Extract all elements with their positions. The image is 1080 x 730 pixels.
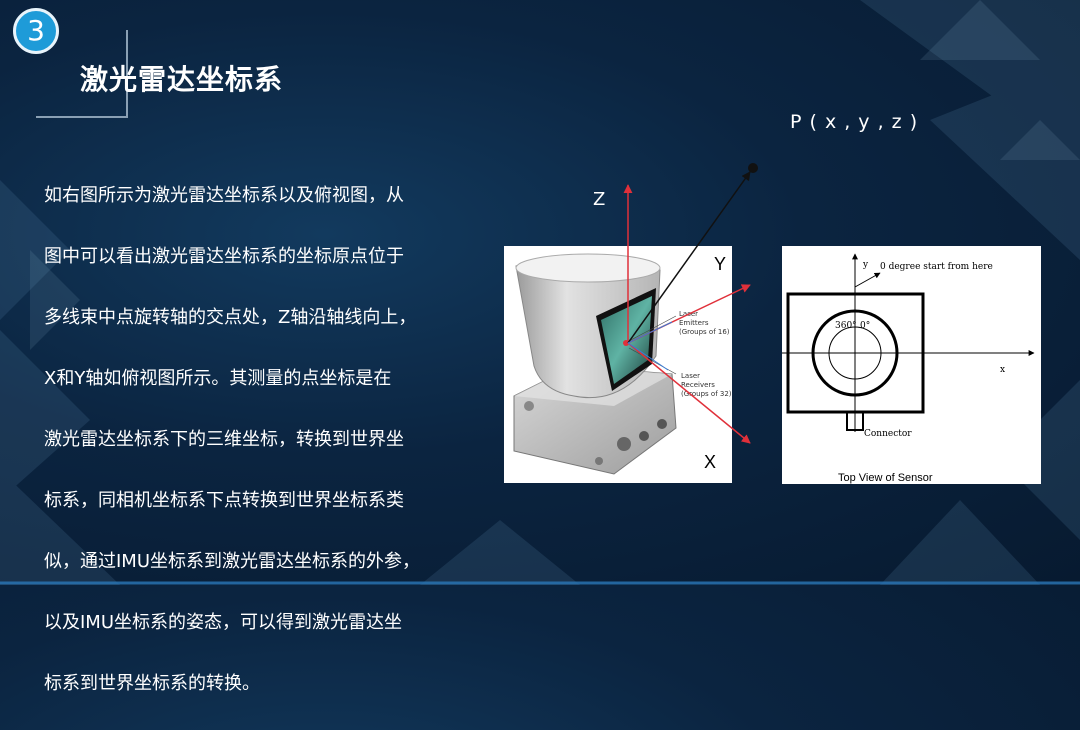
point-label: P ( x , y , z ) (790, 111, 919, 133)
lidar-sensor-figure: Laser Emitters (Groups of 16) Laser Rece… (504, 246, 732, 483)
slide-title: 激光雷达坐标系 (80, 63, 284, 96)
connector-label: Connector (864, 429, 912, 439)
receivers-label-1: Laser (681, 372, 700, 380)
lidar-sensor-illustration: Laser Emitters (Groups of 16) Laser Rece… (513, 253, 732, 475)
receivers-label-2: Receivers (681, 381, 715, 389)
slide-number-badge: 3 (13, 8, 59, 54)
axis-y-label: Y (714, 254, 726, 274)
title-frame (36, 30, 128, 118)
top-view-diagram: y 0 degree start from here 360° 0° x Con… (782, 253, 1035, 484)
emitters-label-1: Laser (679, 310, 698, 318)
receivers-label-3: (Groups of 32) (681, 390, 732, 398)
body-line: 似，通过IMU坐标系到激光雷达坐标系的外参， (44, 550, 421, 572)
axis-z-label: Z (593, 189, 606, 210)
deg-360-label: 360° (835, 321, 857, 331)
body-line: 多线束中点旋转轴的交点处，Z轴沿轴线向上， (44, 306, 417, 328)
body-paragraph: 如右图所示为激光雷达坐标系以及俯视图，从 图中可以看出激光雷达坐标系的坐标原点位… (44, 150, 484, 730)
x-axis-label: x (1000, 365, 1005, 375)
axis-x-label: X (704, 452, 716, 472)
emitters-label-2: Emitters (679, 319, 709, 327)
start-angle-label: 0 degree start from here (880, 262, 993, 272)
top-view-figure: y 0 degree start from here 360° 0° x Con… (782, 246, 1041, 484)
body-line: 激光雷达坐标系下的三维坐标，转换到世界坐 (44, 428, 404, 450)
body-line: X和Y轴如俯视图所示。其测量的点坐标是在 (44, 367, 392, 389)
body-line: 标系，同相机坐标系下点转换到世界坐标系类 (44, 489, 404, 511)
emitters-label-3: (Groups of 16) (679, 328, 730, 336)
body-line: 标系到世界坐标系的转换。 (44, 672, 260, 694)
deg-0-label: 0° (860, 321, 870, 331)
body-line: 图中可以看出激光雷达坐标系的坐标原点位于 (44, 245, 404, 267)
y-axis-label: y (862, 260, 869, 270)
body-line: 以及IMU坐标系的姿态，可以得到激光雷达坐 (44, 611, 403, 633)
body-line: 如右图所示为激光雷达坐标系以及俯视图，从 (44, 184, 404, 206)
top-view-caption: Top View of Sensor (838, 472, 933, 484)
